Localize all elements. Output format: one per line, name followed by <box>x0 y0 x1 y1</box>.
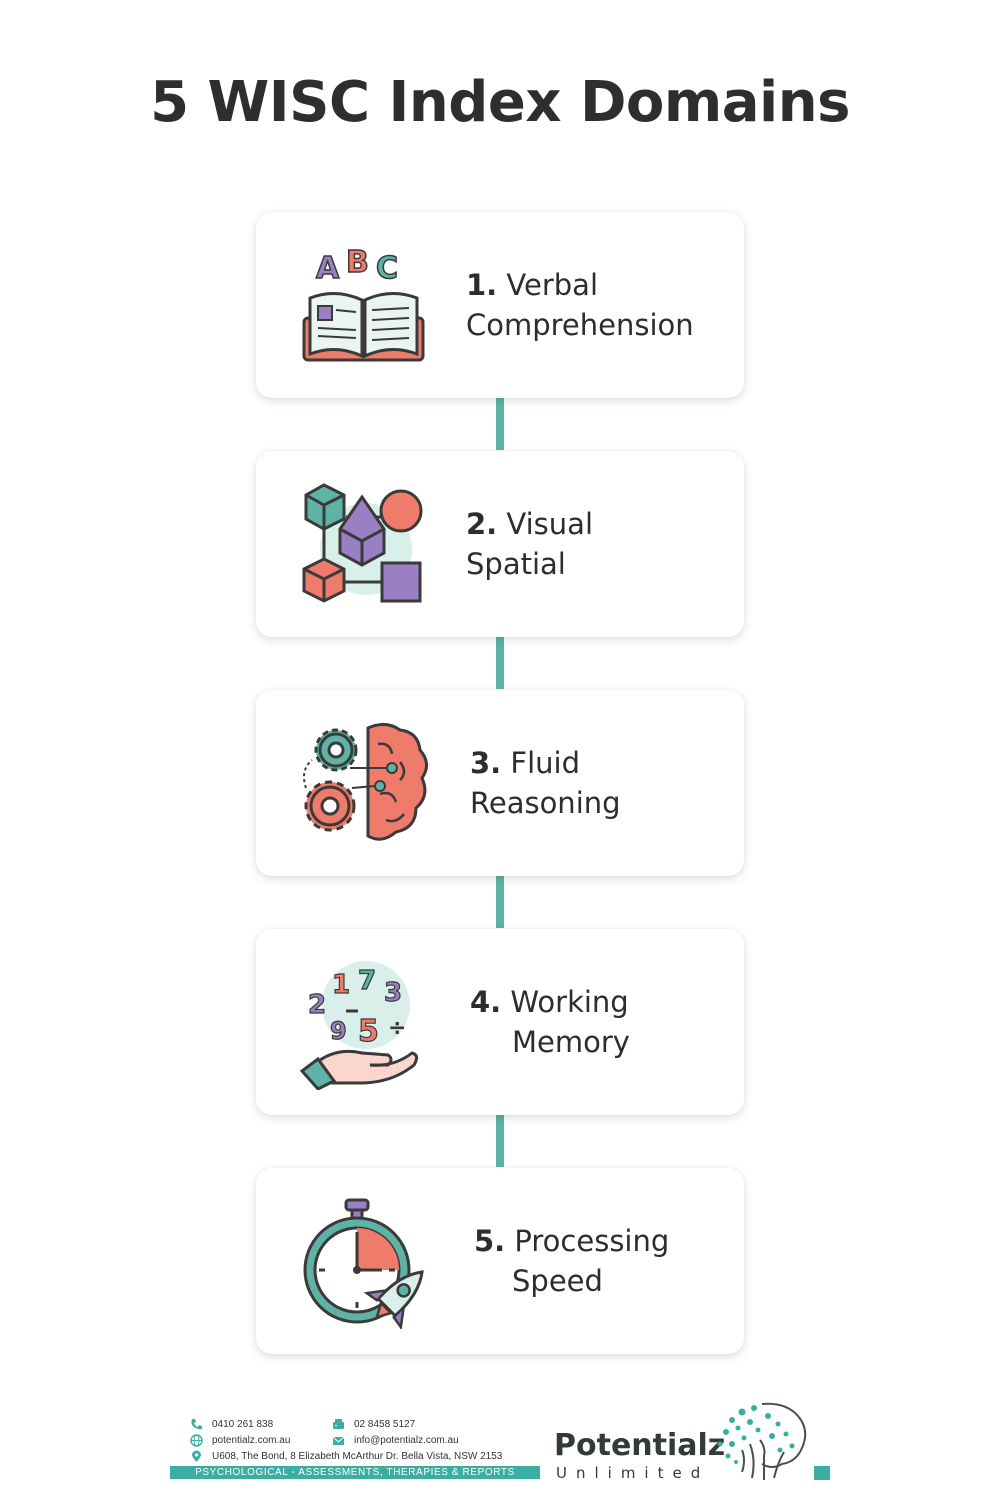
svg-text:2: 2 <box>308 990 326 1020</box>
hand-numbers-icon: 2 1 7 3 9 5 ÷ <box>299 961 419 1090</box>
domain-card-visual-spatial: 2. Visual Spatial <box>256 451 744 637</box>
connector-line <box>496 398 504 450</box>
svg-text:÷: ÷ <box>388 1016 406 1041</box>
domain-name-line2: Speed <box>512 1264 603 1298</box>
domain-name-line2: Reasoning <box>470 786 621 820</box>
domain-card-working-memory: 2 1 7 3 9 5 ÷ 4. Working Memory <box>256 929 744 1115</box>
stopwatch-rocket-icon <box>303 1198 424 1329</box>
svg-text:A: A <box>316 251 340 286</box>
domain-label: 5. Processing Speed <box>474 1168 669 1354</box>
footer-tagline: PSYCHOLOGICAL - ASSESSMENTS, THERAPIES &… <box>170 1466 540 1479</box>
open-book-abc-icon: A B C <box>302 244 425 362</box>
svg-text:7: 7 <box>358 966 376 996</box>
domain-number: 2. <box>466 507 498 541</box>
svg-text:B: B <box>346 245 369 280</box>
domain-name-line1: Working <box>510 985 629 1019</box>
domain-card-fluid-reasoning: 3. Fluid Reasoning <box>256 690 744 876</box>
domain-card-verbal-comprehension: A B C 1. Verbal Comprehension <box>256 212 744 398</box>
svg-text:1: 1 <box>332 970 350 1000</box>
domain-name-line2: Memory <box>512 1025 630 1059</box>
location-pin-icon <box>192 1450 201 1462</box>
footer-address: U608, The Bond, 8 Elizabeth McArthur Dr.… <box>190 1450 502 1463</box>
footer-email[interactable]: info@potentialz.com.au <box>332 1434 459 1447</box>
shapes-icon <box>302 483 423 603</box>
domain-name-line1: Processing <box>514 1224 670 1258</box>
globe-icon <box>190 1434 203 1447</box>
domain-label: 4. Working Memory <box>470 929 630 1115</box>
svg-text:9: 9 <box>330 1017 347 1045</box>
footer-phone[interactable]: 0410 261 838 <box>190 1418 273 1431</box>
domain-label: 2. Visual Spatial <box>466 451 593 637</box>
domain-label: 1. Verbal Comprehension <box>466 212 694 398</box>
footer-fax[interactable]: 02 8458 5127 <box>332 1418 415 1431</box>
domain-name-line1: Fluid <box>510 746 581 780</box>
phone-icon <box>191 1419 202 1430</box>
brand-accent-square <box>814 1466 830 1480</box>
svg-text:5: 5 <box>358 1014 379 1049</box>
domain-card-processing-speed: 5. Processing Speed <box>256 1168 744 1354</box>
domain-name-line1: Visual <box>506 507 593 541</box>
gears-brain-icon <box>303 723 428 841</box>
domain-name-line2: Spatial <box>466 547 566 581</box>
page-title: 5 WISC Index Domains <box>150 70 850 135</box>
fax-icon <box>333 1419 344 1429</box>
svg-text:3: 3 <box>384 978 402 1008</box>
brand-logo-text: Potentialz <box>554 1428 726 1463</box>
footer: 0410 261 838 02 8458 5127 potentialz.com… <box>0 1400 1000 1500</box>
domain-number: 1. <box>466 268 498 302</box>
brand-logo-subtext: Unlimited <box>556 1464 710 1482</box>
domain-name-line2: Comprehension <box>466 308 694 342</box>
connector-line <box>496 876 504 928</box>
footer-website[interactable]: potentialz.com.au <box>190 1434 290 1447</box>
domain-label: 3. Fluid Reasoning <box>470 690 621 876</box>
mail-icon <box>332 1436 345 1445</box>
domain-number: 4. <box>470 985 502 1019</box>
domain-number: 5. <box>474 1224 506 1258</box>
domain-number: 3. <box>470 746 502 780</box>
connector-line <box>496 1115 504 1167</box>
svg-text:C: C <box>376 251 398 286</box>
connector-line <box>496 637 504 689</box>
domain-name-line1: Verbal <box>506 268 599 302</box>
brain-tree-logo-icon <box>717 1402 807 1480</box>
